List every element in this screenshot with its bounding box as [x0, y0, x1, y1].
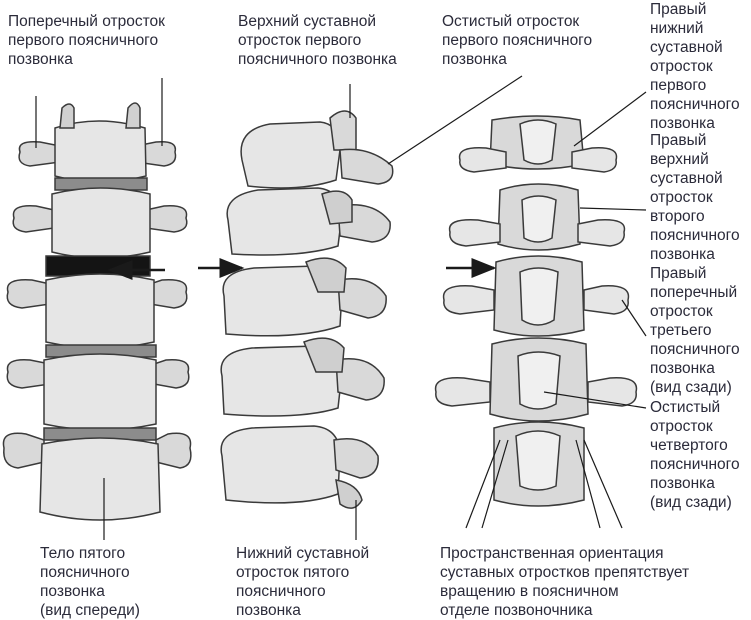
label-spinous-process-l4: Остистый отросток четвертого поясничного…	[650, 399, 740, 511]
vertebra-l5-anterior	[2, 432, 192, 521]
label-spinous-process-l1: Остистый отросток первого поясничного по…	[442, 13, 593, 68]
leaders-lateral	[349, 75, 523, 540]
spine-posterior-view	[434, 115, 638, 507]
label-right-transverse-l3: Правый поперечный отросток третьего пояс…	[650, 265, 740, 396]
disc-l2-l3-highlighted	[45, 255, 151, 277]
label-superior-articular-process-l1: Верхний суставной отросток первого поясн…	[238, 13, 397, 68]
label-right-superior-articular-l2: Правый верхний суставной отросток второг…	[650, 132, 740, 263]
vertebra-l4-lateral	[220, 337, 385, 417]
vertebra-l2-posterior	[448, 183, 626, 251]
leaders-posterior	[465, 91, 647, 529]
vertebra-l1-lateral	[240, 110, 394, 189]
spinous-processes	[517, 119, 561, 410]
vertebra-l3-anterior	[6, 273, 188, 349]
leaders-anterior	[35, 78, 163, 540]
vertebra-l1-anterior	[18, 102, 177, 183]
vertebra-l5-posterior	[493, 421, 585, 507]
label-inferior-articular-l5: Нижний суставной отросток пятого пояснич…	[236, 545, 370, 619]
spine-anterior-view	[2, 102, 192, 521]
spine-lateral-view	[220, 110, 394, 509]
vertebra-l4-anterior	[6, 353, 190, 431]
label-right-inferior-articular-l1: Правый нижний суставной отросток первого…	[650, 1, 740, 132]
label-transverse-process-l1: Поперечный отросток первого поясничного …	[8, 13, 165, 68]
label-orientation-note: Пространственная ориентация суставных от…	[440, 545, 690, 619]
vertebra-l3-lateral	[222, 257, 387, 337]
vertebra-l2-lateral	[226, 187, 391, 256]
vertebra-l2-anterior	[12, 187, 188, 259]
vertebra-l5-lateral	[220, 425, 379, 509]
label-body-l5: Тело пятого поясничного позвонка (вид сп…	[40, 545, 140, 619]
